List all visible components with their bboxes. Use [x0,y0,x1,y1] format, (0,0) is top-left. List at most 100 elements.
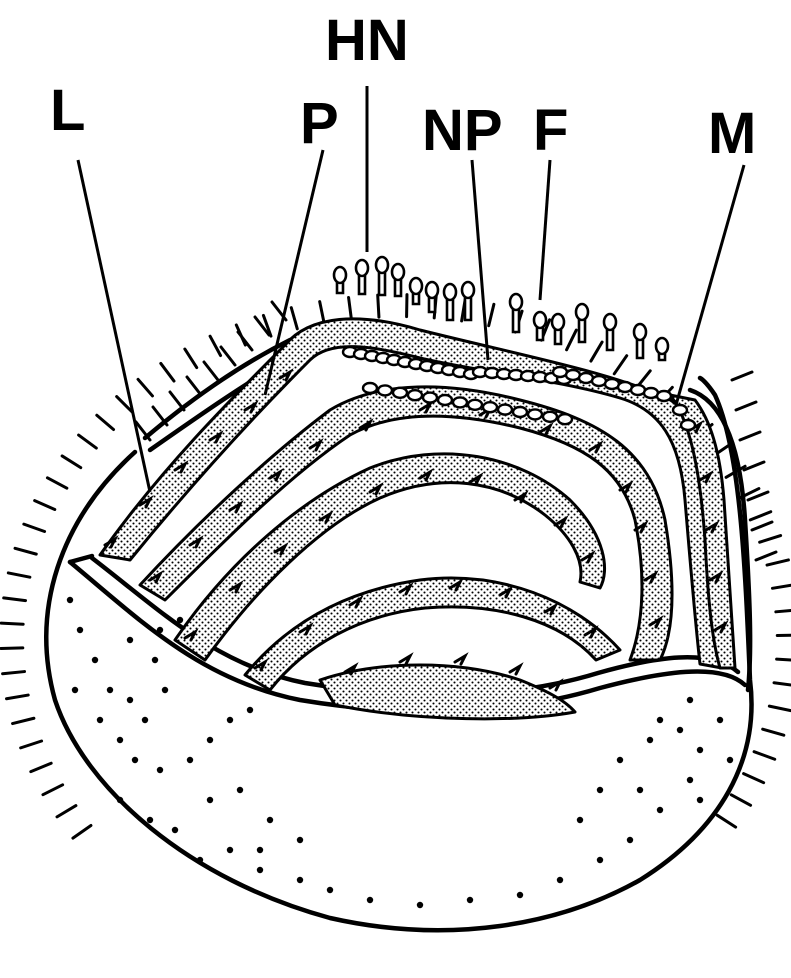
cilium-tick [349,297,352,319]
club-cilium [462,282,474,320]
cilium-head [376,257,388,273]
granule [267,817,273,823]
club-cilium [426,282,438,312]
cilium-tick [97,415,114,429]
club-cilium [634,324,646,358]
cilium-head [552,314,564,330]
cilium-tick [187,377,201,395]
granule [77,627,83,633]
paroral-cell [681,420,695,430]
paroral-cell [498,405,512,415]
leader-M [676,165,744,405]
cilium-head [426,282,438,298]
granule [697,797,703,803]
granule [72,687,78,693]
cilium-tick [21,741,42,748]
cilium-tick [204,362,218,380]
cilium-tick [31,763,51,771]
cilium-tick [774,683,791,686]
club-cilium [410,278,422,304]
cilium-tick [717,815,735,827]
cilium-head [410,278,422,294]
granule [627,837,633,843]
cilium-head [634,324,646,340]
cilium-tick [776,610,791,612]
cilium-head [444,284,456,300]
cilium-tick [591,342,602,361]
club-cilium [510,294,522,332]
paroral-cell [543,412,557,422]
paroral-cell [528,409,542,419]
cilium-head [392,264,404,280]
granule [157,767,163,773]
granule [147,817,153,823]
label-HN: HN [325,8,409,73]
cilium-tick [79,435,97,448]
cilium-tick [161,363,174,381]
granule [417,902,423,908]
granule [207,737,213,743]
paroral-cell [673,405,687,415]
paroral-cell [513,407,527,417]
granule [92,657,98,663]
cilium-tick [740,432,760,440]
paroral-cell [438,395,452,405]
cilium-tick [35,501,55,510]
cilium-tick [754,752,775,760]
granule [132,757,138,763]
cilium-tick [47,478,66,488]
granule [467,897,473,903]
cilium-tick [24,524,45,531]
cilium-tick [1,623,23,624]
cilium-tick [763,729,784,735]
club-cilium [656,338,668,360]
granule [617,757,623,763]
cilium-tick [62,456,81,468]
granule [207,797,213,803]
paroral-cell [393,388,407,398]
granule [327,887,333,893]
granule [117,797,123,803]
cilium-head [462,282,474,298]
cilium-head [656,338,668,354]
granule [107,687,113,693]
cilium-tick [320,302,324,324]
cilium-tick [73,825,91,838]
label-NP: NP [422,98,503,163]
granule [597,787,603,793]
band-5 [320,665,575,719]
granule [142,717,148,723]
cilium-head [334,267,346,283]
granule [257,867,263,873]
granule [177,617,183,623]
paroral-cell [363,383,377,393]
granule [297,837,303,843]
label-M: M [708,101,756,166]
granule [152,657,158,663]
cilium-tick [291,308,297,329]
granule [162,687,168,693]
cilium-tick [13,718,34,723]
granule [517,892,523,898]
paroral-cell [468,400,482,410]
cilium-tick [744,462,764,470]
label-L: L [50,78,85,143]
oral-field-left-closure [70,556,92,562]
cilium-tick [4,598,26,601]
cilium-tick [732,372,752,380]
leader-NP [472,160,488,360]
barb-mark [510,666,520,674]
label-P: P [300,91,339,156]
cilium-tick [210,336,220,355]
body-granules [67,597,733,908]
club-cilium [444,284,456,320]
cilium-tick [760,536,781,543]
paroral-cell [558,414,572,424]
cilium-tick [1,648,23,649]
club-cilium [576,304,588,342]
granule [187,757,193,763]
cilium-tick [772,585,791,589]
granule [97,717,103,723]
granule [367,897,373,903]
granule [257,847,263,853]
